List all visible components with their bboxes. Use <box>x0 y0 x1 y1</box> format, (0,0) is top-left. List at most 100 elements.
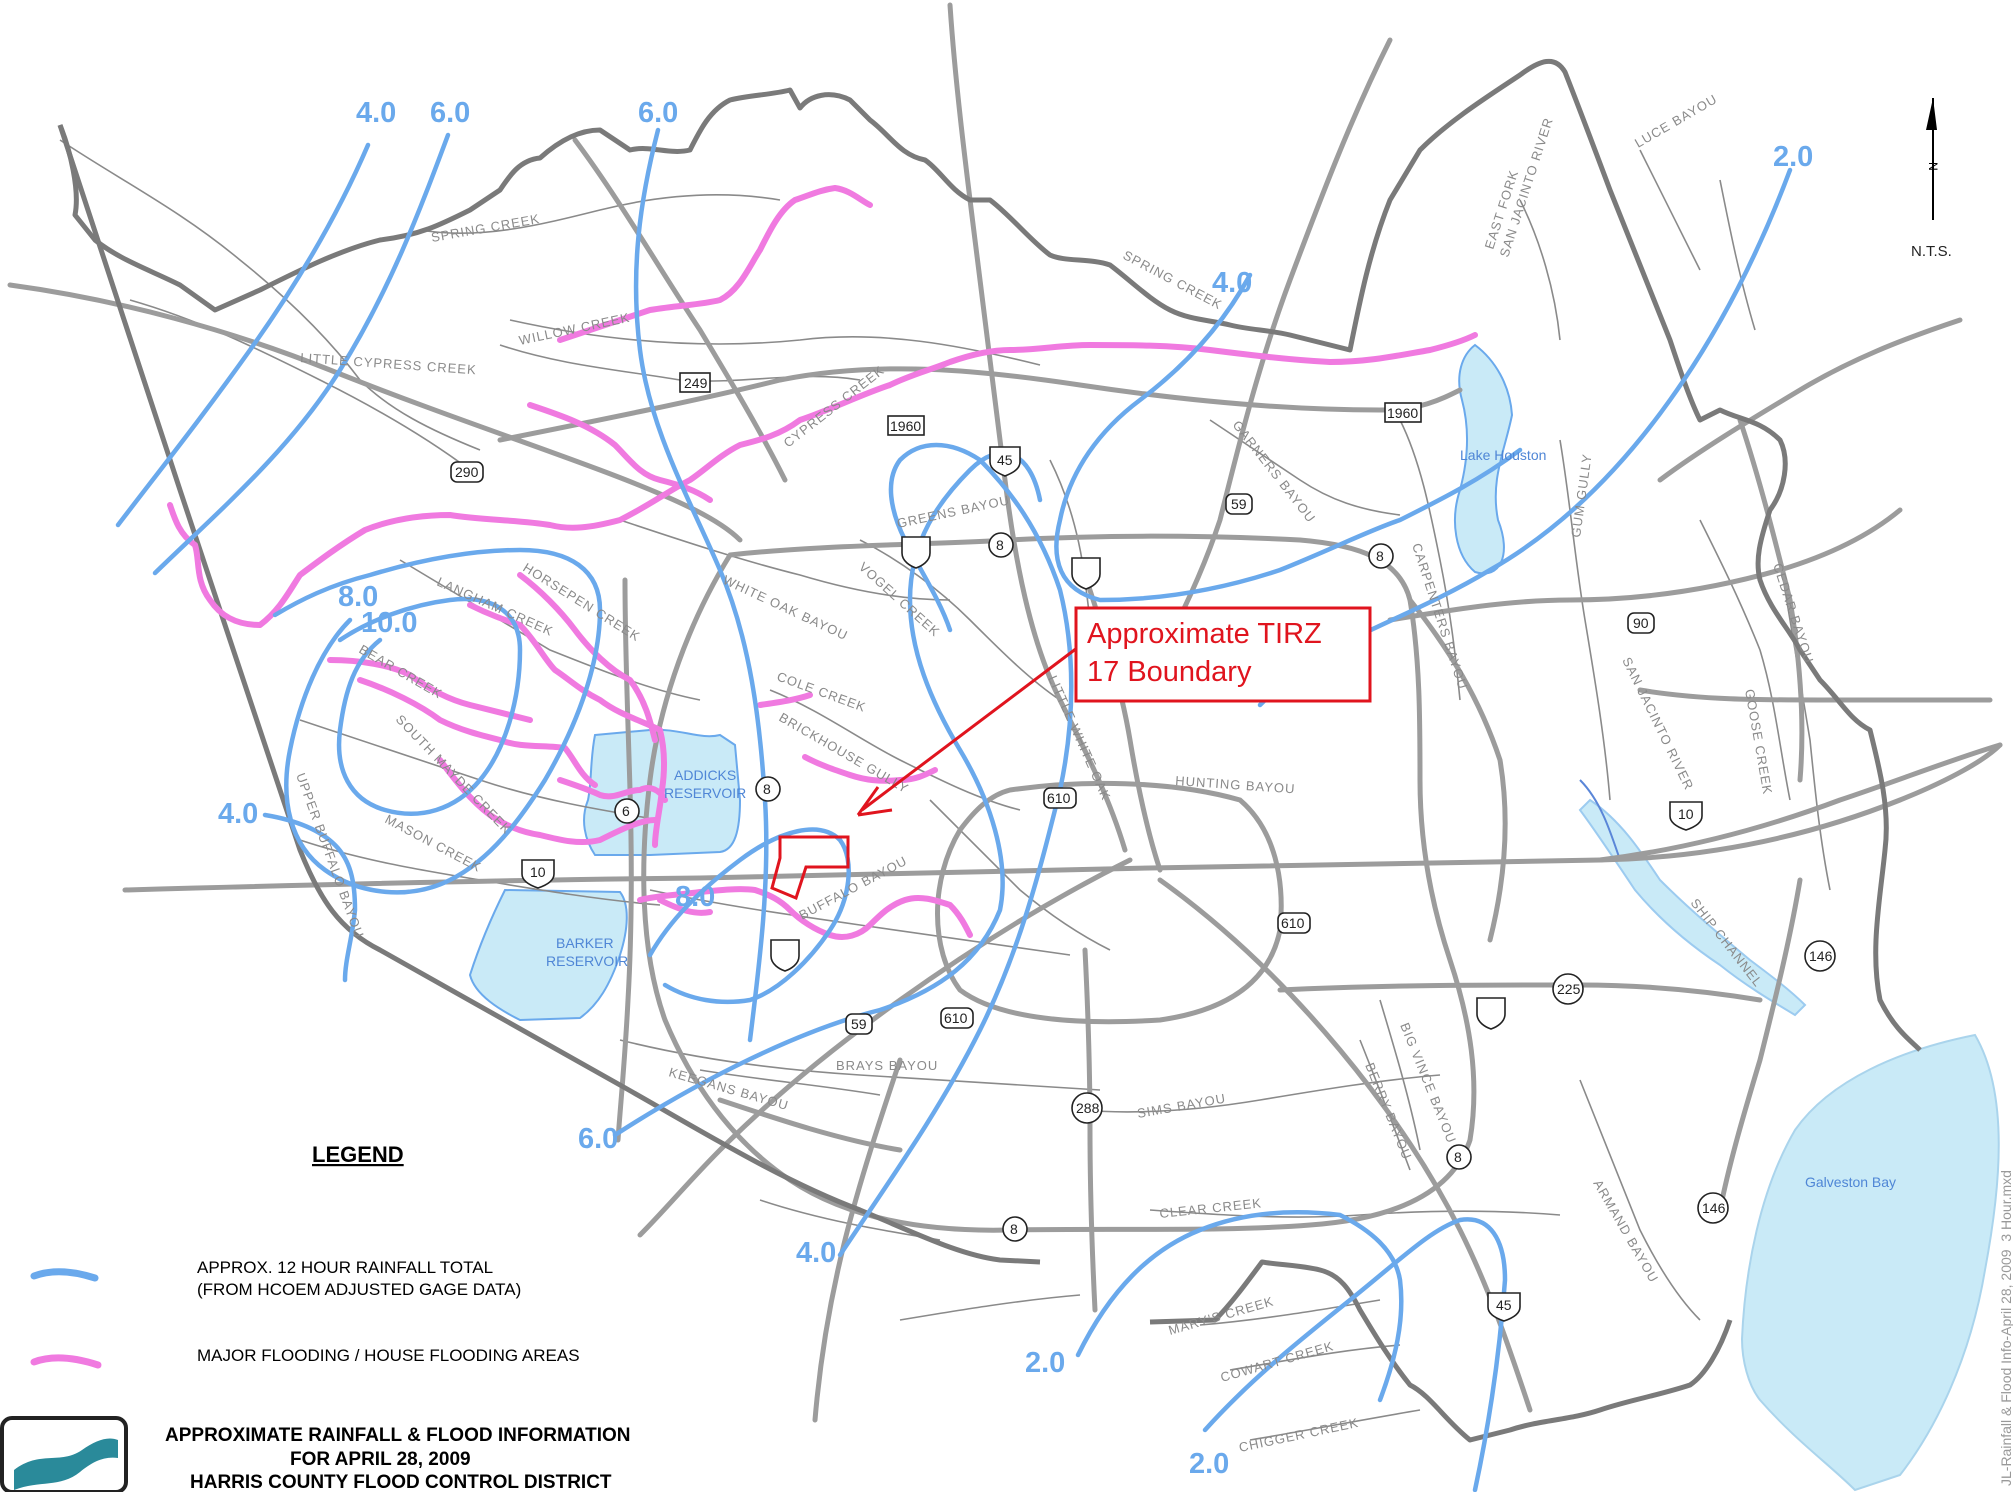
svg-text:146: 146 <box>1702 1200 1726 1216</box>
footer-title-line3: HARRIS COUNTY FLOOD CONTROL DISTRICT <box>190 1472 612 1492</box>
contour-label: 8.0 <box>338 581 378 613</box>
contour-2-s2 <box>1202 1217 1508 1492</box>
northeast-hwy <box>1637 687 1993 703</box>
svg-text:90: 90 <box>1633 615 1649 631</box>
svg-text:45: 45 <box>997 452 1013 468</box>
flood-mason <box>437 757 658 846</box>
creek-label: BEAR CREEK <box>357 642 446 702</box>
toll-emblem-icon <box>1071 557 1101 590</box>
tirz-boundary <box>770 835 850 901</box>
us-route-shield: 59 <box>1225 493 1253 515</box>
galveston-bay <box>1740 1033 2000 1492</box>
us-route-shield: 59 <box>845 1013 873 1035</box>
creek-label: HUNTING BAYOU <box>1175 773 1296 796</box>
contour-label: 4.0 <box>218 798 258 830</box>
footer-title-line2: FOR APRIL 28, 2009 <box>290 1449 471 1470</box>
creek-label: BRICKHOUSE GULLY <box>777 710 912 797</box>
sh-6 <box>615 577 634 1143</box>
legend-title: LEGEND <box>312 1142 404 1167</box>
loop-shield: 610 <box>940 1007 974 1029</box>
i-45-south <box>1157 877 1533 1413</box>
beltway-shield: 8 <box>988 532 1014 558</box>
svg-text:610: 610 <box>1047 790 1071 806</box>
north-arrow: N N.T.S. <box>1911 98 1952 260</box>
contour-6-n <box>633 127 769 1043</box>
svg-text:249: 249 <box>684 375 708 391</box>
rainfall-legend-line2: (FROM HCOEM ADJUSTED GAGE DATA) <box>197 1280 521 1299</box>
contour-4-nw <box>115 142 371 528</box>
sh-146 <box>1717 877 1803 1213</box>
state-route-shield: 249 <box>679 372 711 393</box>
sh-288 <box>1082 947 1098 1313</box>
us-290 <box>7 282 743 543</box>
creek-label: SPRING CREEK <box>1121 247 1225 312</box>
sh-35 <box>812 1057 903 1423</box>
contour-10-w <box>336 596 523 816</box>
road-shields: 249 1960 1960 290 45 59 8 8 90 8 6 610 6… <box>450 372 1836 1322</box>
us-90 <box>1387 507 1903 623</box>
tirz-arrow-head <box>856 786 893 817</box>
svg-text:8: 8 <box>1454 1149 1462 1165</box>
svg-text:10: 10 <box>530 864 546 880</box>
north-arrow-head-icon <box>1926 98 1937 130</box>
water-label: Galveston Bay <box>1805 1174 1896 1190</box>
creek-label: BIG VINCE BAYOU <box>1397 1021 1459 1146</box>
contour-labels: 4.0 6.0 6.0 2.0 4.0 8.0 10.0 4.0 8.0 6.0… <box>218 97 1813 1480</box>
contour-label: 2.0 <box>1773 141 1813 173</box>
contour-label: 2.0 <box>1189 1448 1229 1480</box>
legend: LEGEND APPROX. 12 HOUR RAINFALL TOTAL (F… <box>30 1142 580 1369</box>
svg-text:146: 146 <box>1809 948 1833 964</box>
county-outline <box>57 59 1922 1052</box>
contour-6-nw <box>152 132 451 576</box>
footer-title-line1: APPROXIMATE RAINFALL & FLOOD INFORMATION <box>165 1425 630 1446</box>
creek-label: LANGHAM CREEK <box>435 574 556 639</box>
water-label: BARKER <box>556 935 614 951</box>
toll-emblems <box>770 536 1506 1030</box>
flood-south-mayde <box>357 677 598 788</box>
us-90-east <box>1657 317 1963 483</box>
us-59-south <box>637 857 1133 1238</box>
creek-label: COLE CREEK <box>775 669 868 715</box>
svg-text:610: 610 <box>944 1010 968 1026</box>
sh-225 <box>1277 982 1763 1003</box>
interstate-shield: 45 <box>989 446 1021 477</box>
svg-text:8: 8 <box>1010 1221 1018 1237</box>
county-southwest <box>57 124 1041 1265</box>
state-route-shield: 146 <box>1804 940 1836 972</box>
interstate-shield: 10 <box>521 859 555 889</box>
flood-cole <box>757 692 813 708</box>
footer: APPROXIMATE RAINFALL & FLOOD INFORMATION… <box>0 1416 630 1492</box>
state-route-shield: 1960 <box>887 415 925 436</box>
beltway-shield: 8 <box>1002 1216 1028 1242</box>
contour-4-e <box>1054 272 1523 603</box>
rainfall-legend-line1: APPROX. 12 HOUR RAINFALL TOTAL <box>197 1258 493 1277</box>
creek-label: GREENS BAYOU <box>896 492 1012 531</box>
state-route-shield: 1960 <box>1384 402 1422 423</box>
i-10-east <box>1597 742 2003 863</box>
flood-buffalo <box>637 886 973 940</box>
toll-emblem-icon <box>770 939 800 972</box>
us-route-shield: 290 <box>450 461 484 483</box>
toll-emblem-icon <box>901 536 931 569</box>
barker-reservoir <box>468 888 628 1022</box>
creek-label: WILLOW CREEK <box>518 310 632 348</box>
sh-249 <box>572 137 788 483</box>
scale-note: N.T.S. <box>1911 243 1952 260</box>
flood-bear-creek <box>327 657 533 723</box>
svg-text:288: 288 <box>1076 1100 1100 1116</box>
loop-610 <box>935 780 1284 1025</box>
flooding-legend-swatch <box>30 1354 102 1369</box>
tirz-callout-line1: Approximate TIRZ <box>1087 618 1322 650</box>
sh-146-north <box>1737 417 1805 783</box>
flood-langham <box>467 602 668 848</box>
i-10 <box>122 742 2003 893</box>
contour-label: 6.0 <box>578 1123 618 1155</box>
county-boundary <box>57 59 1922 1443</box>
contour-label: 6.0 <box>638 97 678 129</box>
tirz-17: Approximate TIRZ 17 Boundary <box>770 606 1372 901</box>
contour-4-c <box>837 442 1074 1258</box>
flood-cypress-creek <box>167 332 1478 628</box>
contour-8-s <box>647 827 851 1005</box>
water-label: Lake Houston <box>1460 447 1546 463</box>
contour-2-ne <box>1347 167 1793 643</box>
